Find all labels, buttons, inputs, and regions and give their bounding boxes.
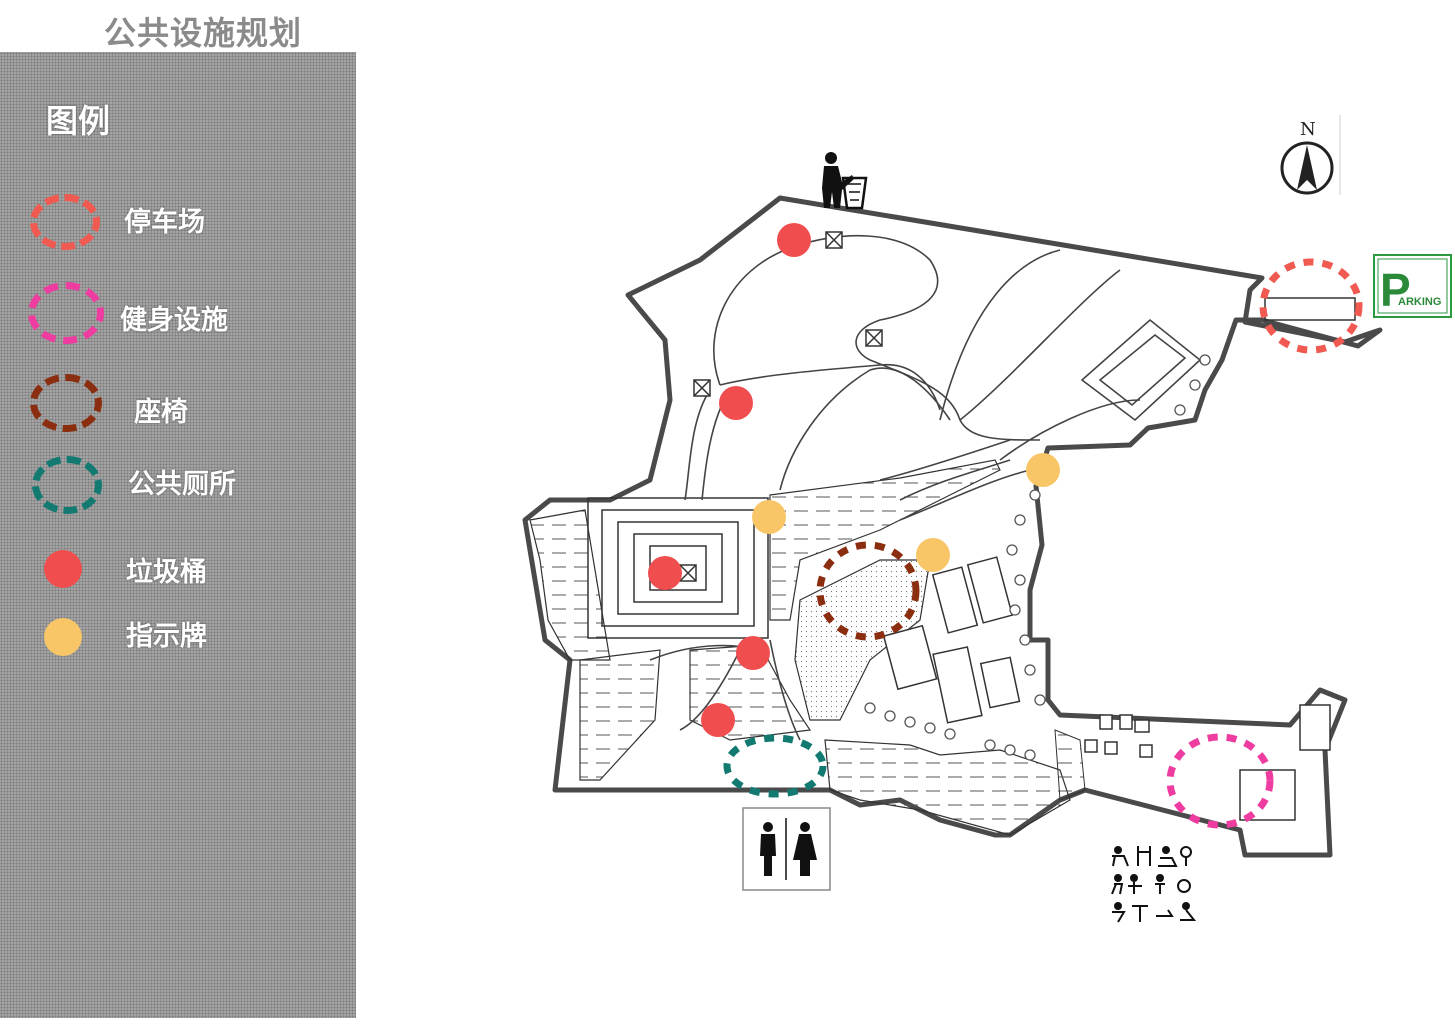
north-arrow-icon: N <box>1280 115 1341 195</box>
legend-item-toilet: 公共厕所 <box>0 454 356 524</box>
fitness-area-ring <box>1166 733 1274 829</box>
legend-item-seating: 座椅 <box>0 372 356 442</box>
signboard-legend-icon <box>44 618 82 656</box>
legend-label: 座椅 <box>134 397 188 428</box>
legend-item-sign: 指示牌 <box>0 614 356 684</box>
legend-label: 指示牌 <box>126 621 207 652</box>
legend-label: 停车场 <box>124 207 205 238</box>
toilet-area-ring <box>723 734 827 798</box>
pavilion-icons <box>679 231 883 582</box>
trash-bin-markers <box>648 223 811 737</box>
parking-legend-icon <box>30 194 100 250</box>
hatch-area-southwest <box>579 649 661 781</box>
fitness-icons <box>1111 846 1197 923</box>
toilet-sign-icon <box>742 807 831 891</box>
north-label: N <box>1300 119 1316 140</box>
parking-sign-icon: P ARKING <box>1373 254 1452 318</box>
bench-legend-icon <box>30 374 102 432</box>
parking-area-ring <box>1259 258 1363 354</box>
page-title: 公共设施规划 <box>104 14 303 52</box>
hatch-area-east <box>1054 729 1086 801</box>
buildings <box>882 297 1356 821</box>
hatch-area-center <box>769 459 1001 621</box>
legend-heading: 图例 <box>46 102 111 140</box>
parking-sign-text: ARKING <box>1398 296 1441 308</box>
legend-label: 垃圾桶 <box>126 557 207 588</box>
tree-rows <box>864 354 1211 761</box>
trash-bin-legend-icon <box>44 550 82 588</box>
seating-area-ring <box>816 541 920 641</box>
legend-item-fitness: 健身设施 <box>0 278 356 348</box>
legend-label: 健身设施 <box>120 305 228 336</box>
signboard-markers <box>752 453 1060 572</box>
legend-panel: 图例 停车场 健身设施 座椅 公共厕所 垃圾桶 指示牌 <box>0 52 356 1018</box>
legend-item-trash: 垃圾桶 <box>0 546 356 616</box>
maze-plaza <box>587 497 769 639</box>
trash-bin-icon <box>822 152 868 210</box>
parking-sign-letter: P <box>1380 264 1411 316</box>
fitness-legend-icon <box>28 282 104 344</box>
hatch-area-west <box>529 509 611 661</box>
toilet-legend-icon <box>32 456 102 514</box>
legend-label: 公共厕所 <box>128 469 236 500</box>
legend-item-parking: 停车场 <box>0 190 356 260</box>
hatch-area-south <box>824 739 1071 836</box>
